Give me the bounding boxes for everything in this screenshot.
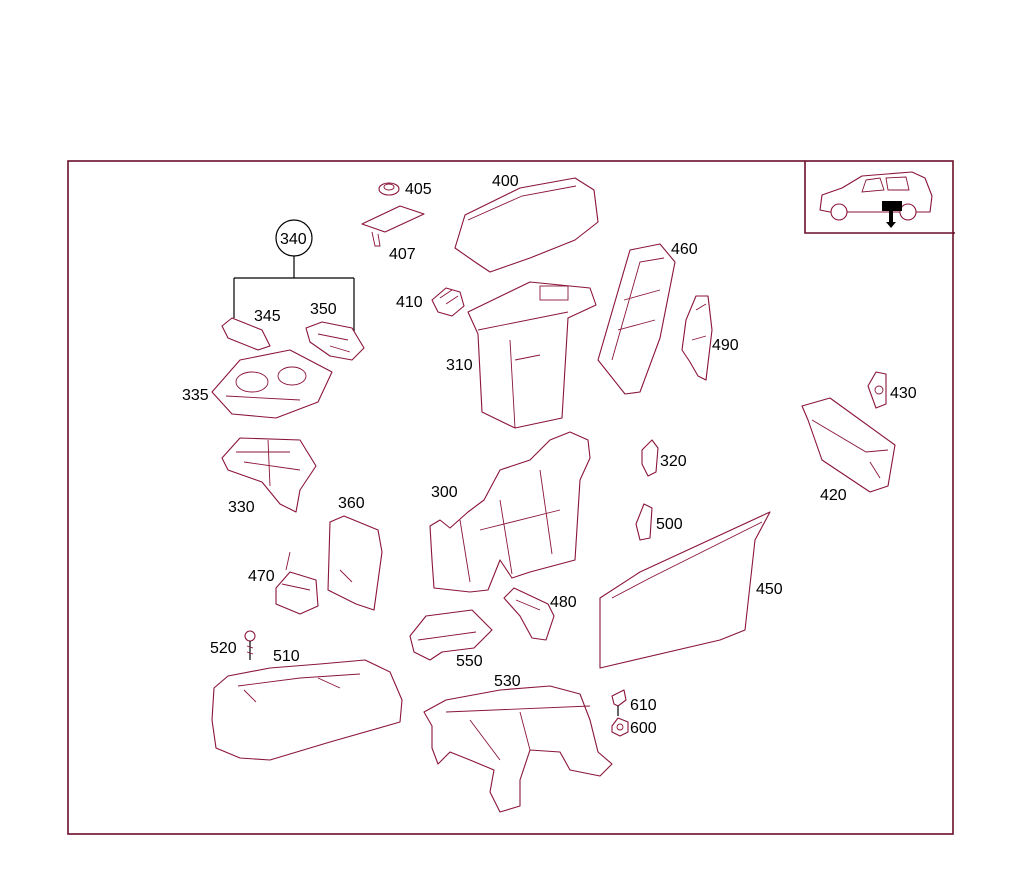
vehicle-location-inset: [804, 161, 955, 234]
part-300-console-body: [429, 431, 591, 593]
part-520-screw: [244, 630, 256, 660]
label-350: 350: [310, 301, 337, 318]
part-490-bracket: [681, 295, 713, 381]
label-480: 480: [550, 594, 577, 611]
label-460: 460: [671, 241, 698, 258]
part-330-frame: [221, 437, 317, 513]
part-420-tray: [801, 397, 896, 493]
label-520: 520: [210, 640, 237, 657]
label-530: 530: [494, 673, 521, 690]
part-345-pad: [221, 317, 271, 351]
part-430-clip: [867, 371, 887, 409]
part-550-mat: [409, 609, 493, 661]
part-360-side-cover: [327, 515, 383, 611]
label-300: 300: [431, 484, 458, 501]
label-610: 610: [630, 697, 657, 714]
part-335-trim: [211, 349, 333, 419]
label-500: 500: [656, 516, 683, 533]
part-500-clip: [635, 503, 653, 541]
label-360: 360: [338, 495, 365, 512]
label-405: 405: [405, 181, 432, 198]
part-510-lower-cover: [211, 659, 403, 761]
part-530-base-frame: [423, 685, 613, 813]
part-460-side-panel: [597, 243, 676, 395]
diagram-frame: [67, 160, 954, 835]
label-550: 550: [456, 653, 483, 670]
part-410-clip: [431, 287, 465, 317]
label-320: 320: [660, 453, 687, 470]
part-600-nut: [611, 717, 629, 737]
label-407: 407: [389, 246, 416, 263]
label-345: 345: [254, 308, 281, 325]
label-340: 340: [280, 231, 307, 248]
label-490: 490: [712, 337, 739, 354]
part-470-switch: [275, 551, 319, 615]
part-405-cap: [378, 182, 400, 196]
vehicle-location-icon: [819, 171, 933, 228]
label-330: 330: [228, 499, 255, 516]
label-510: 510: [273, 648, 300, 665]
part-350-insert: [305, 321, 365, 361]
part-450-panel: [599, 511, 771, 669]
part-320-clip: [641, 439, 659, 477]
label-420: 420: [820, 487, 847, 504]
part-610-bolt: [611, 689, 627, 716]
label-470: 470: [248, 568, 275, 585]
label-400: 400: [492, 173, 519, 190]
part-400-lid: [454, 177, 599, 273]
label-410: 410: [396, 294, 423, 311]
label-450: 450: [756, 581, 783, 598]
label-335: 335: [182, 387, 209, 404]
group-callout-340: [233, 219, 355, 338]
part-407-plate: [361, 205, 425, 247]
label-430: 430: [890, 385, 917, 402]
label-310: 310: [446, 357, 473, 374]
part-480-bracket: [503, 587, 555, 641]
part-310-storage-bin: [467, 281, 597, 429]
label-600: 600: [630, 720, 657, 737]
